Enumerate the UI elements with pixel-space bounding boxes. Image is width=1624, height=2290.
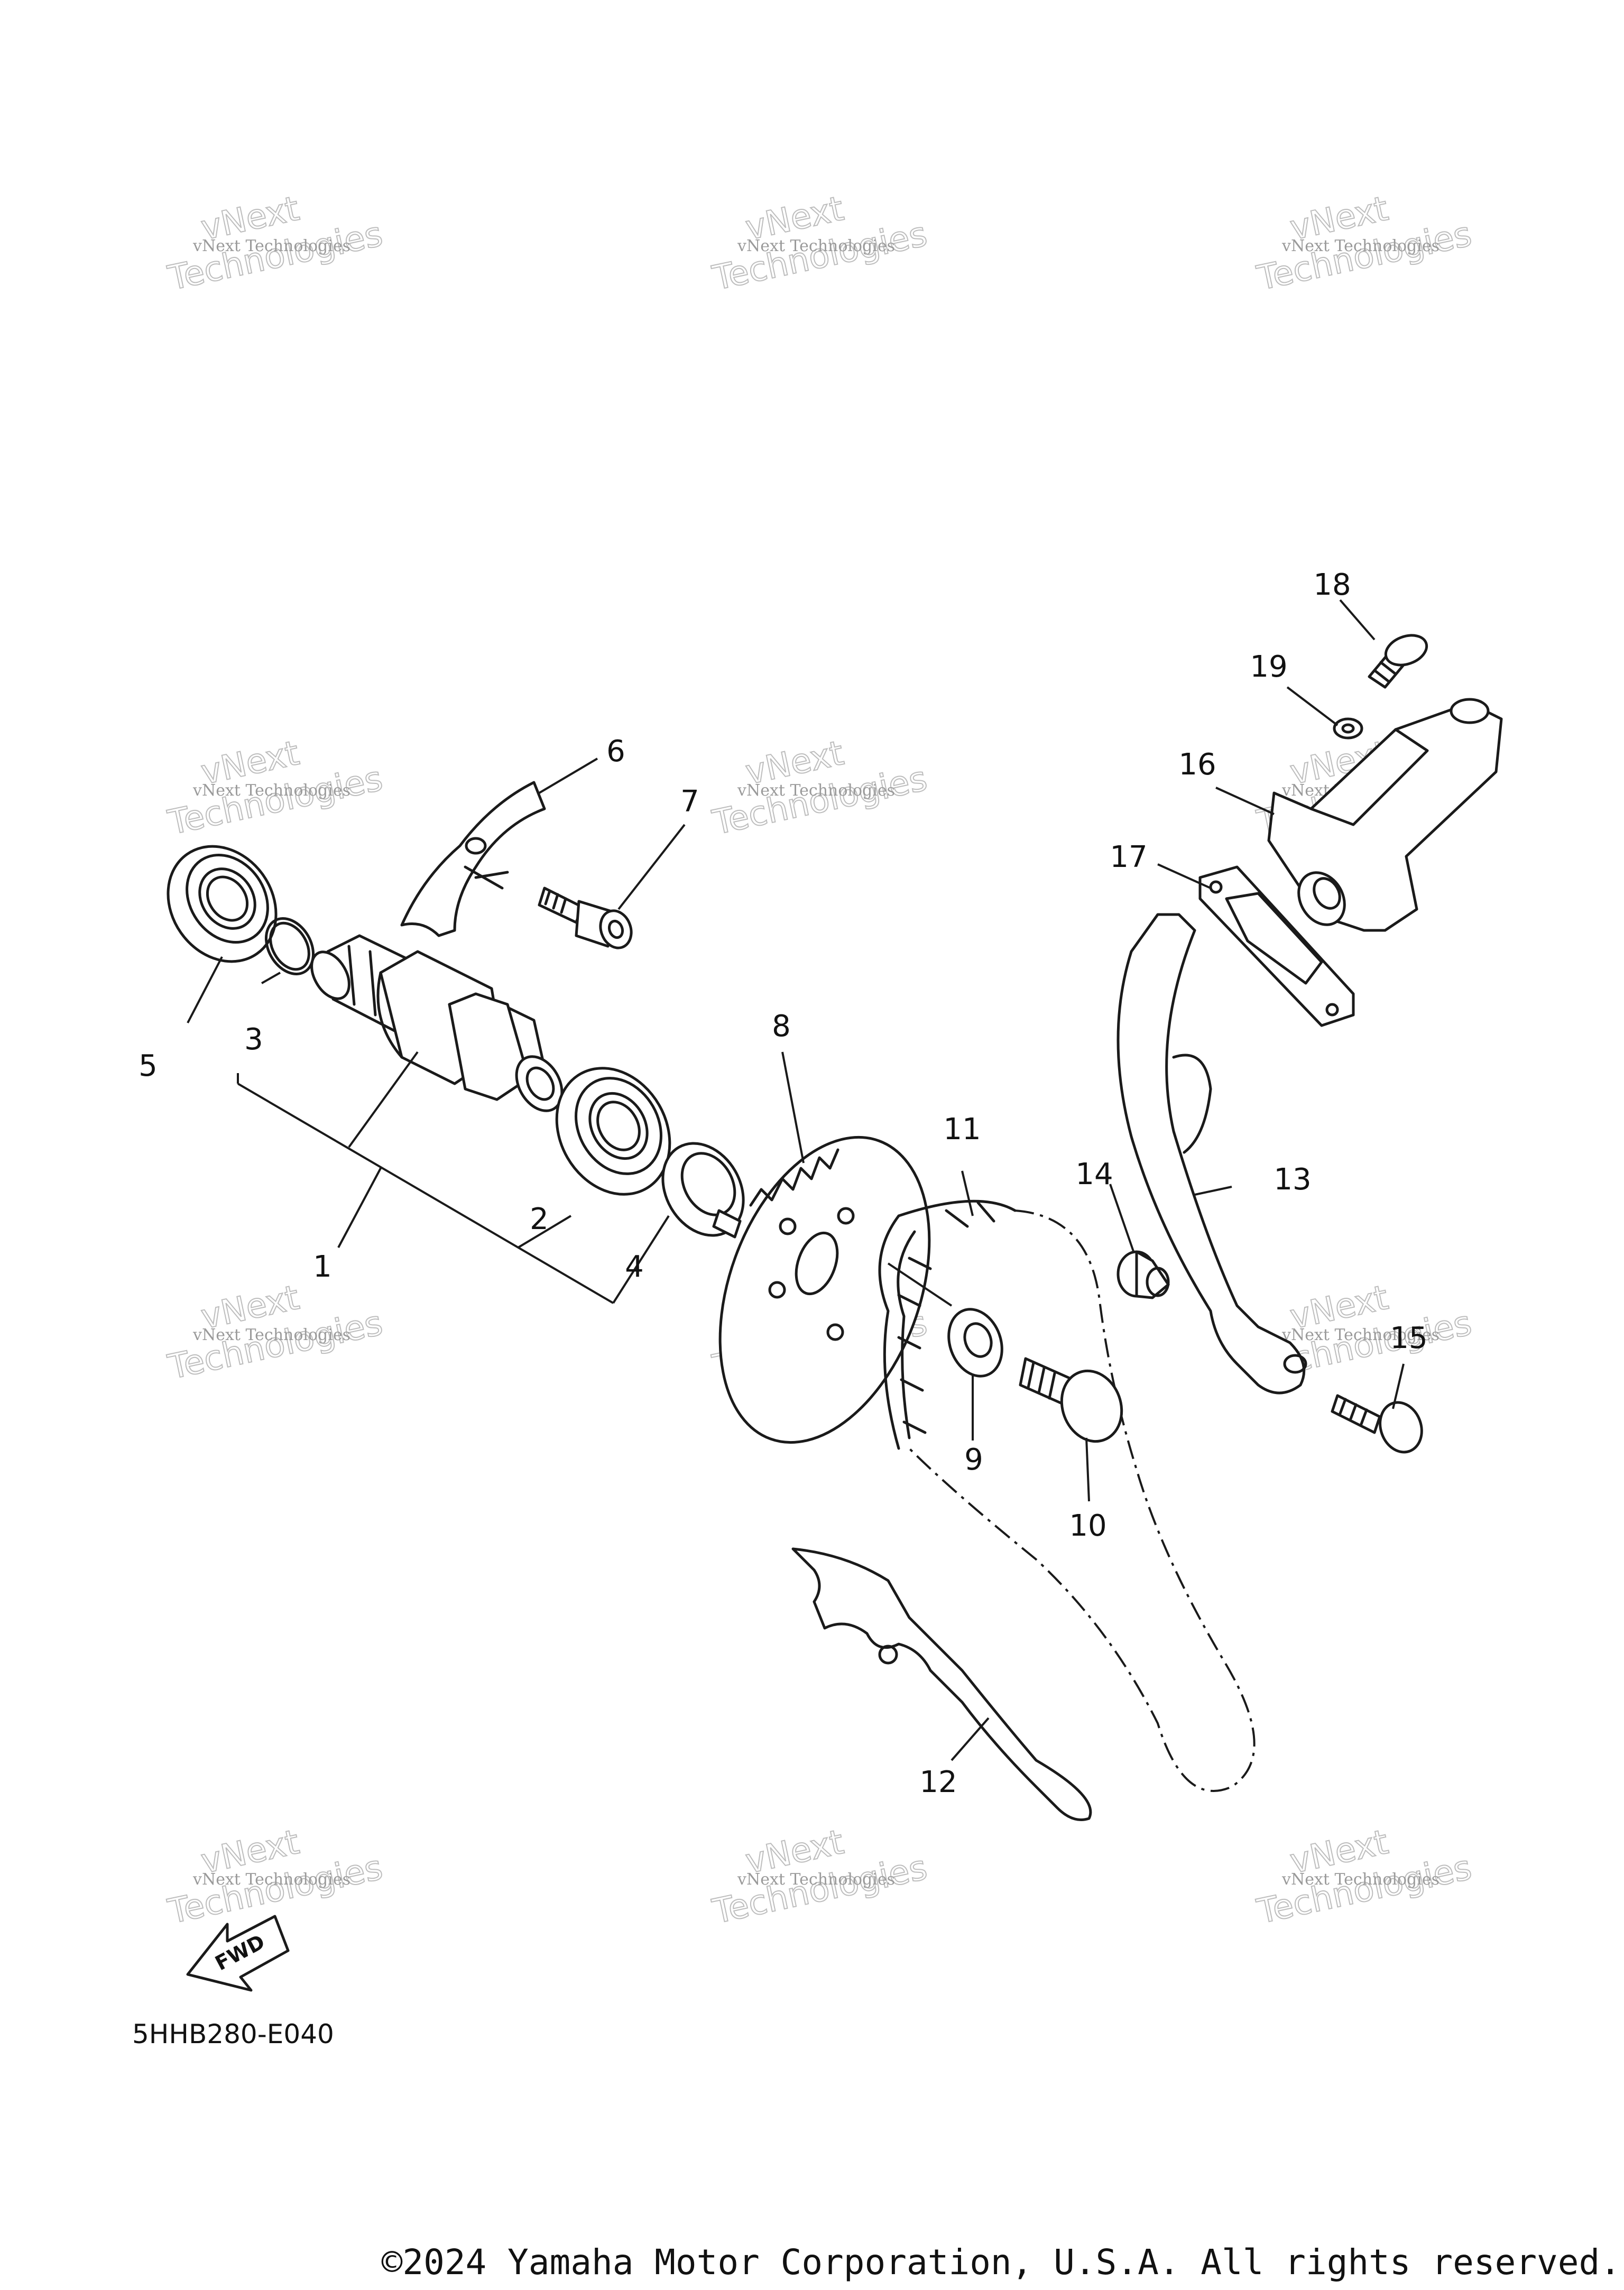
cam-chain-part-11 [878,1199,1256,1792]
callout-4: 4 [625,1250,644,1284]
guide-plate-part-6 [400,781,546,937]
watermark-text: vNext Technologies [1281,237,1440,255]
watermark-text: vNext Technologies [737,781,895,800]
watermark-text: vNext Technologies [737,237,895,255]
forward-arrow-icon: FWD [186,1915,290,1992]
bearing-part-2 [555,1067,671,1196]
callout-17: 17 [1110,840,1147,874]
bolt-part-7 [538,887,633,949]
callout-7: 7 [680,784,699,819]
callout-2: 2 [530,1202,549,1236]
chain-guide-part-12 [791,1547,1092,1821]
callout-19: 19 [1250,650,1287,684]
callout-1: 1 [313,1250,332,1284]
watermark-text: vNext Technologies [192,237,350,255]
bolt-part-15 [1331,1394,1423,1454]
copyright-notice: ©2024 Yamaha Motor Corporation, U.S.A. A… [381,2242,1621,2283]
callout-14: 14 [1075,1157,1113,1192]
tensioner-guide-part-13 [1116,913,1307,1395]
callout-18: 18 [1313,568,1351,602]
callout-12: 12 [919,1765,957,1799]
leader-lines [187,599,1405,1761]
callout-5: 5 [139,1049,158,1083]
callout-10: 10 [1069,1509,1106,1543]
watermark-text: vNext Technologies [192,781,350,800]
callout-9: 9 [964,1443,983,1477]
o-ring-part-3 [264,917,315,975]
collar-part-14 [1116,1250,1170,1299]
collar-part-4 [661,1142,745,1239]
diagram-code: 5HHB280-E040 [132,2019,334,2049]
bolt-part-10 [1019,1357,1123,1443]
callout-13: 13 [1274,1162,1311,1197]
callout-6: 6 [606,734,625,769]
watermark-text: vNext Technologies [192,1870,350,1889]
watermarks: vNext Technologies vNext Technologies vN… [164,189,1476,1932]
watermark-text: vNext Technologies [1281,1870,1440,1889]
tensioner-part-16 [1267,698,1503,932]
callout-11: 11 [943,1112,981,1147]
bearing-part-5 [167,845,278,963]
camshaft-part-1 [310,934,564,1112]
watermark-text: vNext Technologies [192,1326,350,1344]
callout-16: 16 [1178,747,1216,782]
gasket-part-17 [1198,865,1355,1027]
callout-15: 15 [1390,1321,1427,1355]
callout-labels: 1 2 3 4 5 6 7 8 9 10 11 12 13 14 15 16 1… [139,568,1427,1799]
washer-part-19 [1333,717,1363,740]
washer-part-9 [947,1308,1003,1378]
watermark-text: vNext Technologies [737,1870,895,1889]
callout-8: 8 [772,1009,791,1044]
cam-sprocket-part-8 [718,1135,931,1444]
callout-3: 3 [244,1022,263,1057]
bolt-part-18 [1368,634,1428,689]
watermark-text: vNext Technologies [1281,1326,1440,1344]
